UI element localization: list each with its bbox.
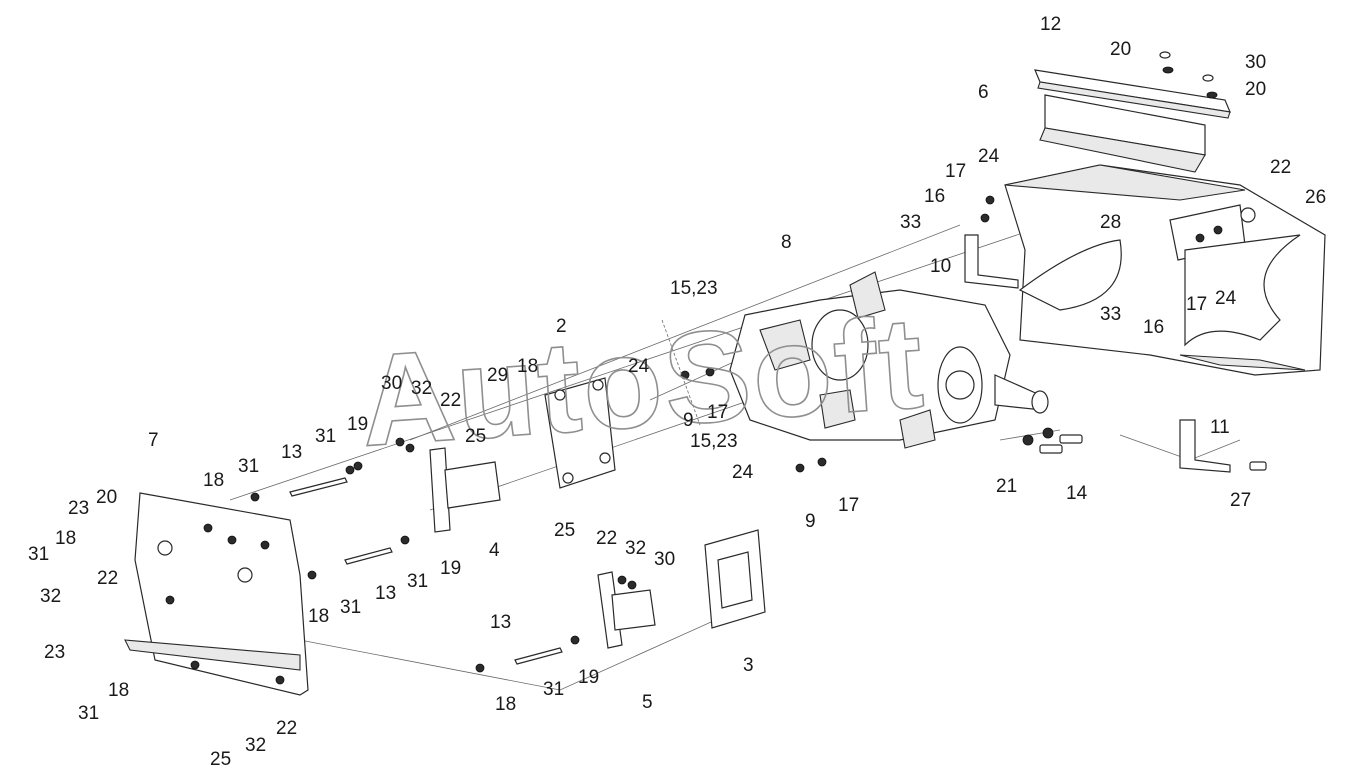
label-24: 24 bbox=[628, 356, 650, 377]
label-13: 13 bbox=[281, 442, 302, 463]
label-23: 23 bbox=[68, 498, 89, 519]
label-11: 11 bbox=[1210, 417, 1230, 438]
label-8: 8 bbox=[781, 232, 792, 253]
label-28: 28 bbox=[1100, 212, 1121, 233]
label-31: 31 bbox=[315, 426, 336, 447]
label-21: 21 bbox=[996, 476, 1017, 497]
label-31: 31 bbox=[28, 544, 49, 565]
label-22: 22 bbox=[97, 568, 118, 589]
label-17: 17 bbox=[945, 161, 966, 182]
label-33: 33 bbox=[900, 212, 921, 233]
label-3: 3 bbox=[743, 655, 754, 676]
label-4: 4 bbox=[489, 540, 500, 561]
label-9: 9 bbox=[805, 511, 816, 532]
shafts-13 bbox=[289, 477, 563, 665]
label-22: 22 bbox=[596, 528, 617, 549]
label-30: 30 bbox=[381, 373, 402, 394]
label-32: 32 bbox=[411, 378, 432, 399]
label-15-23: 15,23 bbox=[670, 278, 718, 299]
label-32: 32 bbox=[245, 735, 266, 756]
label-17: 17 bbox=[707, 402, 728, 423]
label-29: 29 bbox=[487, 365, 508, 386]
label-19: 19 bbox=[578, 667, 599, 688]
label-31: 31 bbox=[543, 679, 564, 700]
label-32: 32 bbox=[40, 586, 61, 607]
label-18: 18 bbox=[495, 694, 516, 715]
label-31: 31 bbox=[78, 703, 99, 724]
part-10-bracket bbox=[964, 234, 1019, 289]
label-31: 31 bbox=[238, 456, 259, 477]
label-6: 6 bbox=[978, 82, 989, 103]
label-15-23: 15,23 bbox=[690, 431, 738, 452]
label-14: 14 bbox=[1066, 483, 1088, 504]
label-18: 18 bbox=[108, 680, 129, 701]
rod-15-23 bbox=[661, 319, 701, 426]
label-10: 10 bbox=[930, 256, 951, 277]
label-24: 24 bbox=[978, 146, 1000, 167]
label-5: 5 bbox=[642, 692, 653, 713]
label-30: 30 bbox=[654, 549, 675, 570]
label-25: 25 bbox=[210, 749, 231, 770]
label-13: 13 bbox=[490, 612, 511, 633]
part-2-plate bbox=[544, 377, 616, 489]
label-7: 7 bbox=[148, 430, 159, 451]
label-33: 33 bbox=[1100, 304, 1121, 325]
label-25: 25 bbox=[465, 426, 486, 447]
label-24: 24 bbox=[1215, 288, 1237, 309]
label-9: 9 bbox=[683, 410, 694, 431]
housing-main bbox=[1004, 164, 1326, 376]
label-17: 17 bbox=[838, 495, 859, 516]
label-12: 12 bbox=[1040, 14, 1061, 35]
label-20: 20 bbox=[96, 487, 117, 508]
label-22: 22 bbox=[1270, 157, 1291, 178]
label-18: 18 bbox=[308, 606, 329, 627]
part-11-bracket bbox=[1179, 419, 1267, 473]
part-6-angle bbox=[1039, 94, 1206, 173]
label-13: 13 bbox=[375, 583, 396, 604]
label-26: 26 bbox=[1305, 187, 1326, 208]
label-24: 24 bbox=[732, 462, 754, 483]
label-18: 18 bbox=[55, 528, 76, 549]
part-12-strip bbox=[1034, 69, 1231, 119]
label-20: 20 bbox=[1110, 39, 1131, 60]
label-22: 22 bbox=[276, 718, 297, 739]
part-4-assembly bbox=[429, 447, 501, 533]
label-18: 18 bbox=[517, 356, 538, 377]
label-19: 19 bbox=[440, 558, 461, 579]
label-32: 32 bbox=[625, 538, 646, 559]
watermark: AutoSoft bbox=[356, 289, 930, 474]
part-7-plate bbox=[124, 492, 309, 696]
label-25: 25 bbox=[554, 520, 575, 541]
label-31: 31 bbox=[340, 597, 361, 618]
callout-labels: 12 20 30 20 6 17 24 22 26 16 33 28 10 33… bbox=[28, 14, 1326, 770]
rotor-assembly bbox=[729, 271, 1083, 454]
label-17: 17 bbox=[1186, 294, 1207, 315]
label-27: 27 bbox=[1230, 490, 1251, 511]
label-20: 20 bbox=[1245, 79, 1266, 100]
label-16: 16 bbox=[1143, 317, 1164, 338]
label-18: 18 bbox=[203, 470, 224, 491]
label-2: 2 bbox=[556, 316, 567, 337]
fasteners-top bbox=[1159, 51, 1218, 99]
label-31: 31 bbox=[407, 571, 428, 592]
label-23: 23 bbox=[44, 642, 65, 663]
part-3-plate bbox=[704, 529, 766, 629]
label-22: 22 bbox=[440, 390, 461, 411]
label-19: 19 bbox=[347, 414, 368, 435]
label-16: 16 bbox=[924, 186, 945, 207]
label-30: 30 bbox=[1245, 52, 1266, 73]
part-5-assembly bbox=[597, 571, 656, 649]
